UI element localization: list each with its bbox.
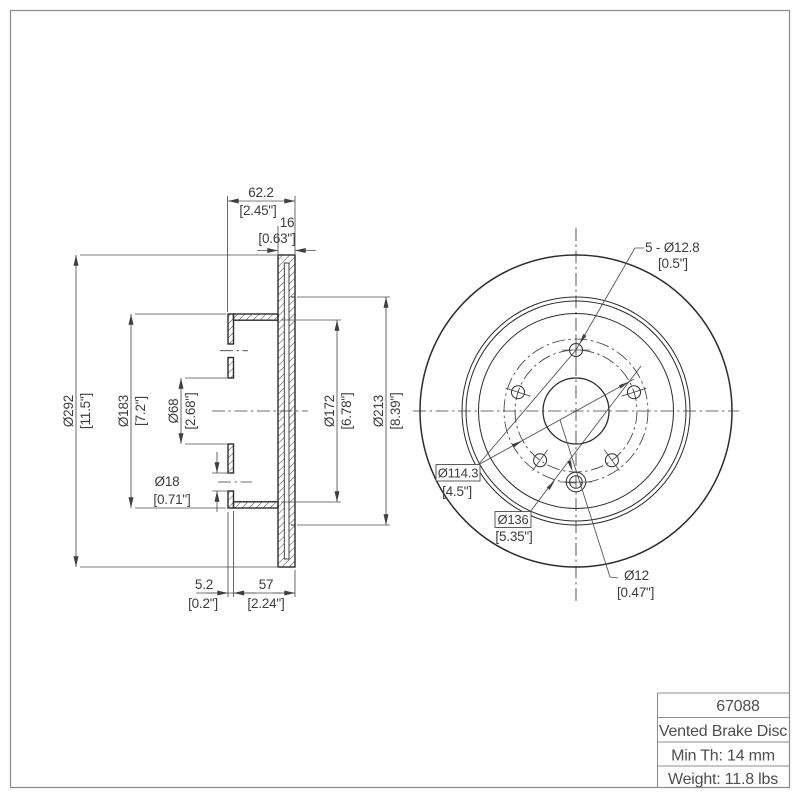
- dim-flange-diameter: Ø183 [7.2"]: [116, 313, 226, 509]
- dim-outer-diameter: Ø292 [11.5"]: [61, 254, 277, 568]
- callout-bolt-holes-mm: 5 - Ø12.8: [645, 240, 699, 255]
- dim-overall-width: 62.2 [2.45"]: [227, 185, 296, 312]
- dim-disc-thickness: 16 [0.63"]: [257, 215, 316, 255]
- dim-overall-width-in: [2.45"]: [239, 203, 276, 218]
- dim-vent-inner-diameter-in: [6.78"]: [339, 392, 354, 429]
- title-block-description: Vented Brake Disc: [659, 723, 787, 740]
- dim-flange-thickness-mm: 5.2: [195, 577, 213, 592]
- dim-outboard-inner-diameter-mm: Ø213: [371, 395, 386, 427]
- dim-overall-width-mm: 62.2: [248, 185, 273, 200]
- callout-screw-hole: Ø12 [0.47"]: [559, 419, 654, 600]
- section-dimensions: 62.2 [2.45"] 16 [0.63"] Ø292 [11.5"] Ø18…: [61, 185, 403, 611]
- front-view-callouts: 5 - Ø12.8 [0.5"] Ø114.3 [4.5"] Ø136 [5.3…: [435, 240, 700, 600]
- dim-center-bore: Ø68 [2.68"]: [166, 377, 227, 445]
- title-block-weight: Weight: 11.8 lbs: [668, 771, 778, 788]
- braking-surface-inner-edge: [461, 296, 691, 526]
- title-block-part-number: 67088: [716, 698, 760, 715]
- dim-hat-depth-mm: 57: [259, 577, 274, 592]
- callout-bolt-circle-mm: Ø114.3: [438, 466, 478, 481]
- title-block: 67088 Vented Brake Disc Min Th: 14 mm We…: [656, 692, 790, 788]
- dim-center-bore-in: [2.68"]: [183, 392, 198, 429]
- section-hat-wall-bottom: [232, 501, 279, 509]
- section-mounting-flange: [227, 313, 235, 509]
- callout-screw-hole-in: [0.47"]: [617, 585, 654, 600]
- dim-flange-diameter-in: [7.2"]: [133, 396, 148, 426]
- dim-hat-depth-in: [2.24"]: [247, 596, 284, 611]
- dim-outboard-inner-diameter: Ø213 [8.39"]: [297, 296, 403, 526]
- set-screw-hole: [560, 471, 592, 493]
- title-block-min-thickness: Min Th: 14 mm: [671, 748, 775, 765]
- dim-center-bore-mm: Ø68: [166, 399, 181, 424]
- dim-outboard-inner-diameter-in: [8.39"]: [388, 392, 403, 429]
- callout-bolt-circle-in: [4.5"]: [442, 484, 472, 499]
- page-border: [9, 9, 791, 789]
- center-bore-hole: [542, 377, 610, 445]
- dim-flange-hole: Ø18 [0.71"]: [153, 452, 230, 512]
- braking-surface-chamfer: [465, 300, 687, 522]
- dim-bottom-widths: 5.2 [0.2"] 57 [2.24"]: [188, 511, 296, 611]
- dim-vent-inner-diameter: Ø172 [6.78"]: [281, 319, 354, 503]
- disc-outer-edge: [419, 254, 733, 568]
- dim-flange-thickness-in: [0.2"]: [188, 596, 218, 611]
- section-view: [212, 254, 308, 568]
- dim-disc-thickness-in: [0.63"]: [258, 231, 295, 246]
- callout-bolt-holes: 5 - Ø12.8 [0.5"]: [477, 240, 700, 466]
- dim-flange-hole-in: [0.71"]: [153, 492, 190, 507]
- dim-vent-inner-diameter-mm: Ø172: [322, 395, 337, 427]
- section-hat-wall-top: [232, 313, 279, 321]
- dim-outer-diameter-mm: Ø292: [61, 395, 76, 427]
- callout-screw-hole-circle-in: [5.35"]: [495, 529, 532, 544]
- callout-bolt-circle: Ø114.3 [4.5"]: [435, 378, 635, 499]
- dim-disc-thickness-mm: 16: [280, 215, 295, 230]
- callout-bolt-holes-in: [0.5"]: [658, 256, 688, 271]
- dim-flange-diameter-mm: Ø183: [116, 395, 131, 427]
- front-view: [413, 228, 739, 602]
- callout-screw-hole-mm: Ø12: [624, 568, 649, 583]
- dim-outer-diameter-in: [11.5"]: [78, 393, 93, 429]
- dim-flange-hole-mm: Ø18: [155, 474, 180, 489]
- callout-screw-hole-circle-mm: Ø136: [497, 512, 528, 527]
- hat-outer-edge: [478, 313, 674, 509]
- callout-screw-hole-circle: Ø136 [5.35"]: [494, 365, 642, 544]
